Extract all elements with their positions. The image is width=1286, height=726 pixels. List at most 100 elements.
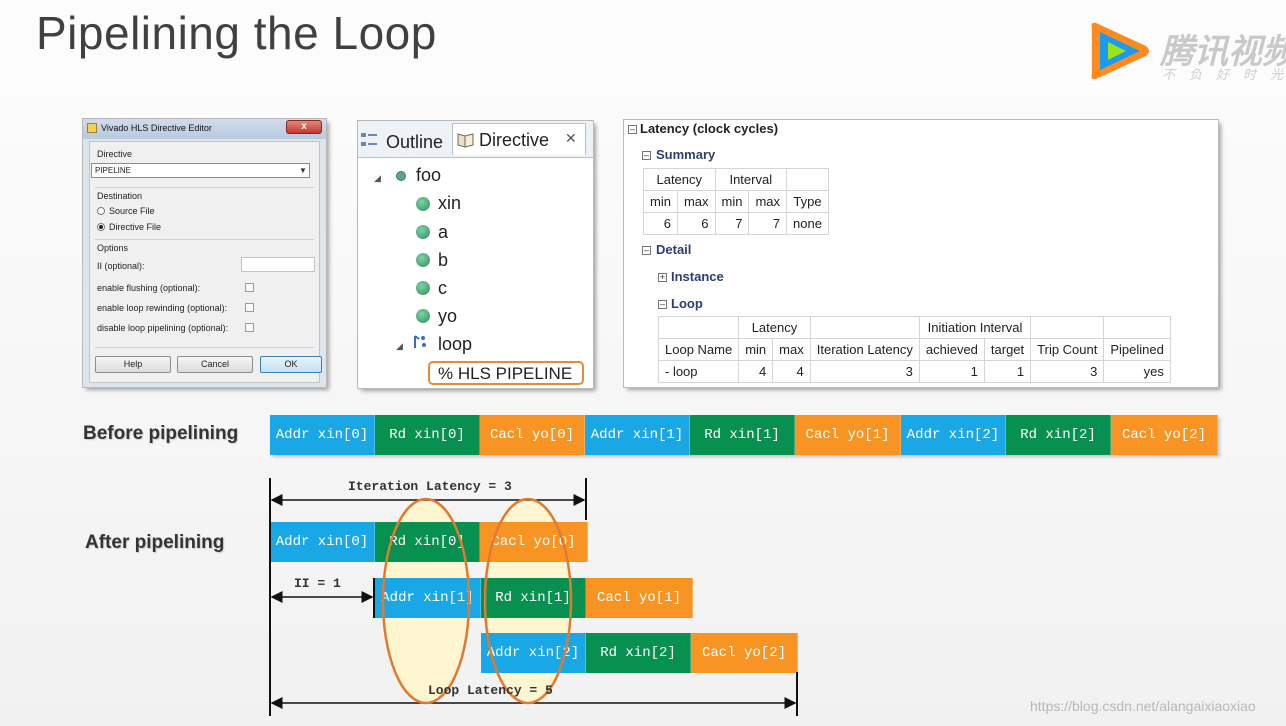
chevron-down-icon: ▼ bbox=[299, 166, 307, 175]
watermark: https://blog.csdn.net/alangaixiaoxiao bbox=[1030, 698, 1256, 714]
header-cell: min bbox=[643, 190, 678, 213]
variable-icon bbox=[416, 225, 430, 239]
directive-editor-dialog: Vivado HLS Directive Editor x Directive … bbox=[83, 119, 326, 387]
tab-directive[interactable]: Directive ✕ bbox=[452, 123, 586, 155]
book-icon bbox=[457, 133, 474, 148]
variable-icon bbox=[416, 281, 430, 295]
header-cell: max bbox=[676, 190, 716, 213]
table-cell: 4 bbox=[772, 360, 811, 383]
app-icon bbox=[87, 123, 97, 133]
tab-outline-label: Outline bbox=[386, 132, 444, 152]
collapse-icon[interactable]: – bbox=[642, 150, 651, 160]
stage-block: Addr xin[1] bbox=[585, 415, 690, 455]
table-cell: 7 bbox=[714, 212, 750, 235]
table-cell: 3 bbox=[1030, 360, 1105, 383]
collapse-icon[interactable]: – bbox=[642, 245, 651, 255]
table-cell: none bbox=[786, 212, 829, 235]
enable-flushing-label: enable flushing (optional): bbox=[97, 283, 201, 293]
dialog-titlebar[interactable] bbox=[83, 119, 326, 139]
loop-latency-label: Loop Latency = 5 bbox=[428, 683, 553, 698]
close-tab-icon[interactable]: ✕ bbox=[565, 130, 577, 146]
stage-block: Rd xin[0] bbox=[375, 415, 480, 455]
cancel-button[interactable]: Cancel bbox=[177, 356, 253, 373]
latency-heading: Latency (clock cycles) bbox=[640, 121, 779, 136]
table-cell: 6 bbox=[643, 212, 678, 235]
logo-wordmark: 腾讯视频 bbox=[1160, 33, 1286, 71]
stage-block: Cacl yo[2] bbox=[691, 633, 798, 673]
source-file-radio[interactable] bbox=[97, 207, 105, 215]
collapse-icon[interactable]: ◢ bbox=[396, 341, 403, 351]
play-logo-icon bbox=[1091, 22, 1149, 80]
variable-icon bbox=[416, 197, 430, 211]
before-pipelining-label: Before pipelining bbox=[83, 423, 239, 444]
enable-rewinding-label: enable loop rewinding (optional): bbox=[97, 303, 228, 313]
logo-slogan: 不负好时光 bbox=[1162, 67, 1286, 82]
header-cell: Iteration Latency bbox=[809, 338, 920, 361]
ok-button[interactable]: OK bbox=[260, 356, 322, 373]
help-button[interactable]: Help bbox=[95, 356, 171, 373]
source-file-label: Source File bbox=[109, 206, 155, 216]
directive-file-label: Directive File bbox=[109, 222, 162, 232]
header-cell: Pipelined bbox=[1103, 338, 1171, 361]
stage-block: Rd xin[2] bbox=[586, 633, 691, 673]
tree-item[interactable]: a bbox=[438, 222, 449, 242]
highlight-ellipse bbox=[483, 497, 573, 705]
stage-block: Rd xin[2] bbox=[1006, 415, 1111, 455]
stage-block: Addr xin[1] bbox=[375, 578, 481, 618]
tree-item[interactable]: b bbox=[438, 250, 449, 270]
detail-heading: Detail bbox=[656, 242, 692, 257]
directive-file-radio[interactable] bbox=[97, 223, 105, 231]
after-pipelining-label: After pipelining bbox=[85, 532, 225, 553]
stage-block: Rd xin[0] bbox=[375, 522, 480, 562]
stage-block: Rd xin[1] bbox=[690, 415, 795, 455]
summary-heading: Summary bbox=[656, 147, 716, 162]
variable-icon bbox=[416, 253, 430, 267]
tree-item-loop[interactable]: loop bbox=[438, 334, 473, 354]
header-cell: Latency bbox=[643, 168, 716, 191]
loop-heading: Loop bbox=[671, 296, 703, 311]
tree-item[interactable]: yo bbox=[438, 306, 458, 326]
directive-view-panel: Outline Directive ✕ ◢ foo xin a b c yo ◢… bbox=[358, 121, 593, 388]
ii-input[interactable] bbox=[241, 257, 315, 272]
tree-item[interactable]: xin bbox=[438, 193, 462, 213]
function-icon bbox=[396, 171, 406, 181]
directive-select[interactable]: PIPELINE bbox=[91, 163, 310, 178]
divider bbox=[95, 239, 314, 240]
loop-table: Latency Initiation Interval Loop Name mi… bbox=[657, 316, 1171, 383]
table-cell: - loop bbox=[657, 360, 740, 383]
loop-icon bbox=[414, 335, 426, 348]
destination-label: Destination bbox=[97, 191, 143, 201]
expand-icon[interactable]: + bbox=[658, 272, 667, 282]
disable-pipelining-checkbox[interactable] bbox=[245, 323, 254, 332]
header-cell: min bbox=[738, 338, 774, 361]
table-cell: 4 bbox=[738, 360, 774, 383]
outline-icon bbox=[361, 133, 377, 146]
video-logo: 腾讯视频 不负好时光 bbox=[1086, 20, 1286, 84]
collapse-icon[interactable]: – bbox=[628, 124, 637, 134]
options-label: Options bbox=[97, 243, 129, 253]
enable-rewinding-checkbox[interactable] bbox=[245, 303, 254, 312]
disable-pipelining-label: disable loop pipelining (optional): bbox=[97, 323, 229, 333]
tree-item-foo[interactable]: foo bbox=[416, 165, 442, 185]
table-row: 6 6 7 7 none bbox=[643, 212, 829, 235]
header-cell: max bbox=[748, 190, 788, 213]
header-cell: Trip Count bbox=[1030, 338, 1105, 361]
collapse-icon[interactable]: ◢ bbox=[374, 173, 381, 183]
stage-block: Cacl yo[0] bbox=[480, 415, 585, 455]
collapse-icon[interactable]: – bbox=[658, 299, 667, 309]
hls-pipeline-directive[interactable]: % HLS PIPELINE bbox=[428, 361, 584, 385]
table-row: - loop 4 4 3 1 1 3 yes bbox=[657, 360, 1171, 383]
tree-item[interactable]: c bbox=[438, 278, 447, 298]
ii-label: II (optional): bbox=[97, 261, 145, 271]
enable-flushing-checkbox[interactable] bbox=[245, 283, 254, 292]
highlight-ellipse bbox=[381, 497, 471, 705]
close-button[interactable]: x bbox=[286, 120, 322, 134]
tab-directive-label: Directive bbox=[479, 130, 550, 150]
latency-report-panel: – Latency (clock cycles) – Summary Laten… bbox=[624, 120, 1218, 387]
header-cell: Initiation Interval bbox=[918, 316, 1032, 339]
table-cell: 1 bbox=[983, 360, 1032, 383]
table-cell: 3 bbox=[809, 360, 920, 383]
before-pipeline-row: Addr xin[0] Rd xin[0] Cacl yo[0] Addr xi… bbox=[270, 415, 1218, 455]
divider bbox=[95, 187, 314, 188]
